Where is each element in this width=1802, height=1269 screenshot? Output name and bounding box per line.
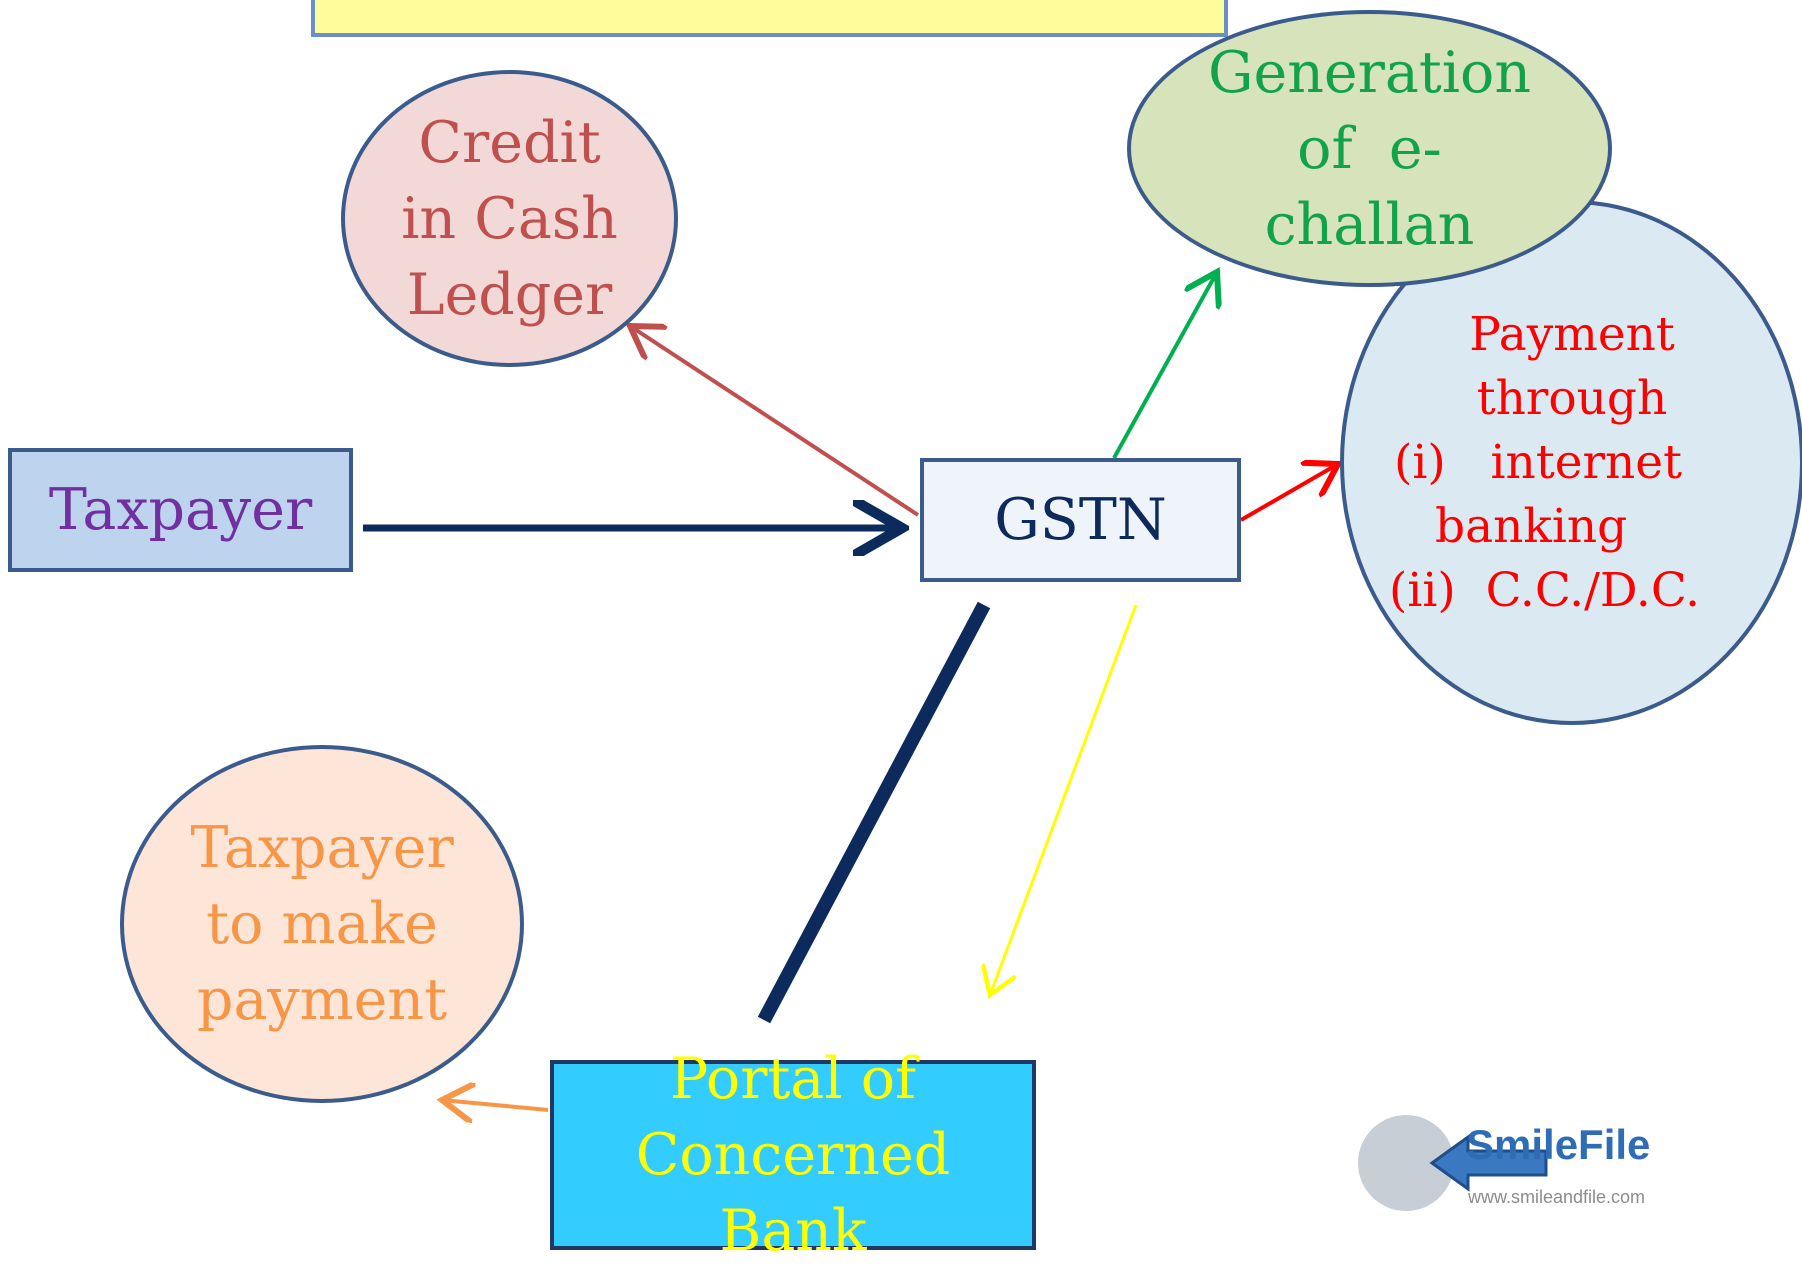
make-payment-line-1: Taxpayer bbox=[190, 815, 454, 881]
credit-line-1: Credit bbox=[418, 109, 601, 176]
generation-of-echallan-node: Generation of e- challan bbox=[1127, 10, 1612, 287]
line-bank-to-gstn bbox=[757, 601, 991, 1024]
smilefile-logo: SmileFile www.smileandfile.com bbox=[1358, 1115, 1708, 1215]
echallan-line-2: of e- bbox=[1297, 115, 1442, 182]
credit-in-cash-ledger-node: Credit in Cash Ledger bbox=[341, 70, 678, 367]
payment-through-node: Payment through (i) internet banking (ii… bbox=[1340, 200, 1802, 725]
portal-of-concerned-bank-box: Portal of Concerned Bank bbox=[550, 1046, 1036, 1264]
credit-line-3: Ledger bbox=[406, 261, 613, 328]
taxpayer-box: Taxpayer bbox=[8, 448, 353, 572]
payment-line-5: (ii) C.C./D.C. bbox=[1389, 562, 1701, 618]
make-payment-line-3: payment bbox=[196, 967, 448, 1033]
logo-url: www.smileandfile.com bbox=[1468, 1187, 1646, 1207]
arrow-gstn-to-echallan bbox=[1112, 272, 1217, 459]
title-banner bbox=[311, 0, 1228, 37]
payment-line-4: banking bbox=[1435, 498, 1628, 554]
echallan-line-1: Generation bbox=[1207, 39, 1532, 106]
gstn-box: GSTN bbox=[920, 458, 1241, 582]
arrow-bank-to-make-payment bbox=[442, 1100, 549, 1110]
logo-name: SmileFile bbox=[1466, 1121, 1651, 1168]
gstn-label: GSTN bbox=[994, 487, 1167, 553]
taxpayer-to-make-payment-node: Taxpayer to make payment bbox=[120, 745, 524, 1103]
credit-line-2: in Cash bbox=[401, 185, 618, 252]
payment-line-3: (i) internet bbox=[1394, 434, 1682, 490]
arrow-gstn-to-bank bbox=[990, 604, 1138, 995]
payment-line-2: through bbox=[1476, 370, 1668, 426]
arrow-gstn-to-credit bbox=[630, 326, 920, 517]
arrow-gstn-to-payment bbox=[1240, 464, 1338, 522]
echallan-line-3: challan bbox=[1264, 191, 1475, 258]
make-payment-line-2: to make bbox=[206, 891, 438, 957]
payment-line-1: Payment bbox=[1469, 306, 1675, 362]
bank-line-2: Concerned Bank bbox=[635, 1122, 951, 1264]
logo-arrow-icon bbox=[1429, 1134, 1548, 1192]
taxpayer-label: Taxpayer bbox=[48, 477, 313, 543]
bank-line-1: Portal of bbox=[669, 1046, 917, 1112]
